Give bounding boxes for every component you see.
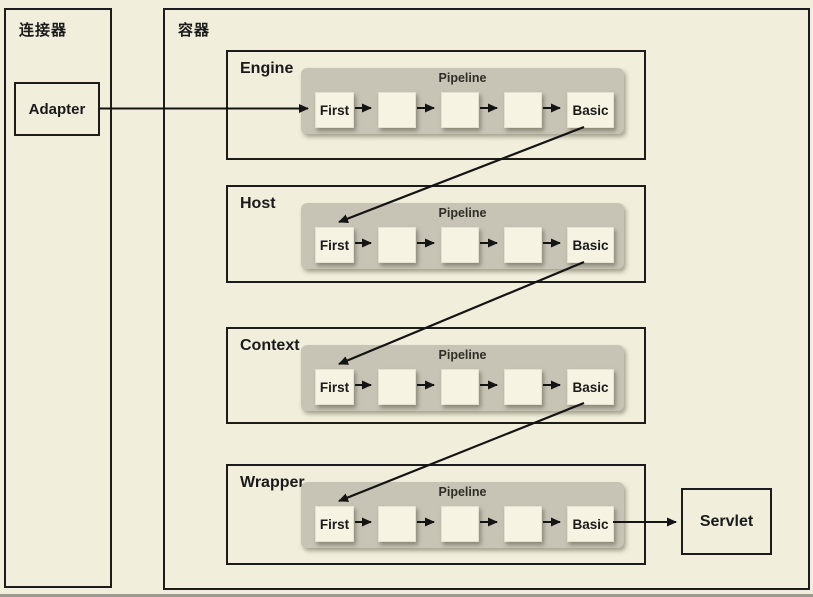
host-valve-empty-1 [378,227,416,263]
wrapper-pipeline-panel: Pipeline First Basic [301,482,624,548]
engine-valve-basic: Basic [567,92,614,128]
connector-label: 连接器 [19,22,68,39]
host-valve-empty-2 [441,227,479,263]
context-label: Context [240,337,300,354]
wrapper-valve-empty-2 [441,506,479,542]
host-pipeline-label: Pipeline [438,206,487,220]
servlet-box: Servlet [681,488,772,555]
servlet-label: Servlet [699,512,754,530]
engine-pipeline-panel: Pipeline First Basic [301,68,624,134]
host-valve-first: First [315,227,354,263]
wrapper-valve-first: First [315,506,354,542]
context-valve-empty-1 [378,369,416,405]
wrapper-valve-basic: Basic [567,506,614,542]
context-pipeline-label: Pipeline [438,348,487,362]
engine-valve-empty-1 [378,92,416,128]
context-pipeline-panel: Pipeline First Basic [301,345,624,411]
host-valve-empty-3 [504,227,542,263]
host-label: Host [240,195,276,212]
context-valve-empty-2 [441,369,479,405]
wrapper-box: Wrapper Pipeline First Basic [226,464,646,565]
wrapper-pipeline-label: Pipeline [438,485,487,499]
adapter-box: Adapter [14,82,100,136]
context-valve-first: First [315,369,354,405]
host-box: Host Pipeline First Basic [226,185,646,283]
window-bottom-edge [0,594,813,597]
engine-box: Engine Pipeline First Basic [226,50,646,160]
context-valve-basic: Basic [567,369,614,405]
engine-valve-empty-2 [441,92,479,128]
context-box: Context Pipeline First Basic [226,327,646,424]
wrapper-label: Wrapper [240,474,305,491]
adapter-label: Adapter [28,100,86,118]
wrapper-valve-empty-3 [504,506,542,542]
context-valve-empty-3 [504,369,542,405]
engine-pipeline-label: Pipeline [438,71,487,85]
host-valve-basic: Basic [567,227,614,263]
engine-valve-empty-3 [504,92,542,128]
engine-label: Engine [240,60,294,77]
engine-valve-first: First [315,92,354,128]
container-label: 容器 [178,22,211,39]
wrapper-valve-empty-1 [378,506,416,542]
host-pipeline-panel: Pipeline First Basic [301,203,624,269]
